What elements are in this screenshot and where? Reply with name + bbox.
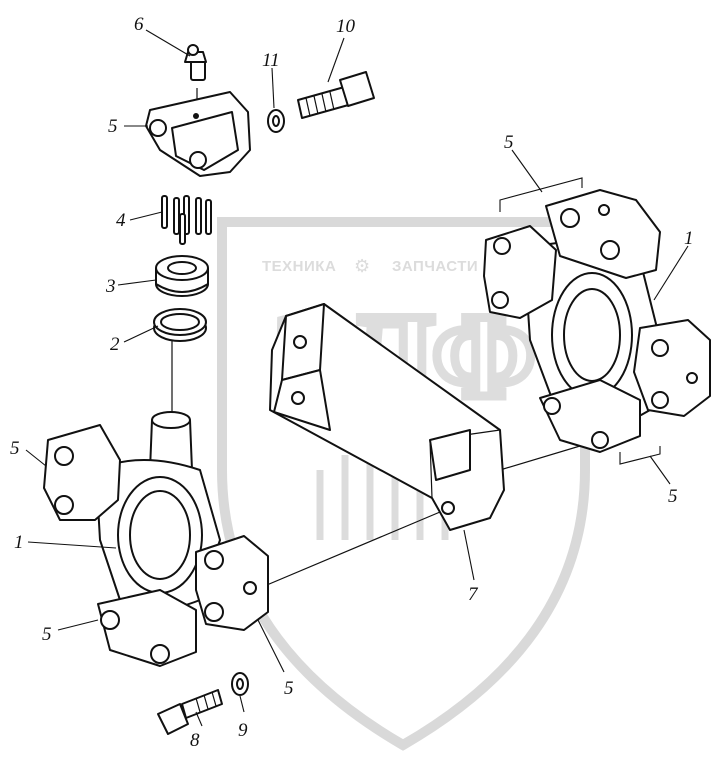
callout-10: 10 — [336, 16, 356, 37]
washer-upper-part — [267, 109, 285, 133]
bolt-upper-part — [297, 71, 375, 119]
callout-1-left: 1 — [14, 532, 24, 553]
watermark-gear-icon: ⚙ — [354, 256, 370, 276]
callout-7: 7 — [468, 584, 479, 605]
callout-1-right: 1 — [684, 228, 694, 249]
bolt-lower-part — [157, 689, 223, 735]
callout-3: 3 — [105, 276, 116, 297]
callout-5-upper-cap: 5 — [108, 116, 118, 137]
callout-5-right-lower: 5 — [284, 678, 294, 699]
callout-6: 6 — [134, 14, 144, 35]
spider-right-part — [483, 189, 711, 453]
needle-rollers-part — [161, 195, 212, 245]
bearing-cap-upper-part — [145, 91, 251, 177]
callout-2: 2 — [110, 334, 120, 355]
callout-5-bottom-right: 5 — [668, 486, 678, 507]
callout-5-left-cap: 5 — [10, 438, 20, 459]
callouts: 6 10 11 5 4 3 2 5 1 5 5 5 1 5 7 8 9 — [10, 14, 694, 751]
leader-lines — [25, 29, 689, 727]
callout-11: 11 — [262, 50, 280, 71]
bearing-cup-part — [155, 255, 209, 297]
watermark-text-left: ТЕХНИКА — [262, 258, 336, 275]
callout-8: 8 — [190, 730, 200, 751]
callout-5-top-right: 5 — [504, 132, 514, 153]
grease-nipple-part — [184, 44, 207, 81]
callout-4: 4 — [116, 210, 126, 231]
seal-ring-part — [153, 308, 207, 342]
yoke-block-part — [269, 303, 505, 531]
callout-5-lower-cap: 5 — [42, 624, 52, 645]
watermark-text-right: ЗАПЧАСТИ — [392, 258, 478, 275]
spider-left-part — [43, 411, 269, 667]
callout-9: 9 — [238, 720, 248, 741]
washer-lower-part — [231, 672, 249, 696]
